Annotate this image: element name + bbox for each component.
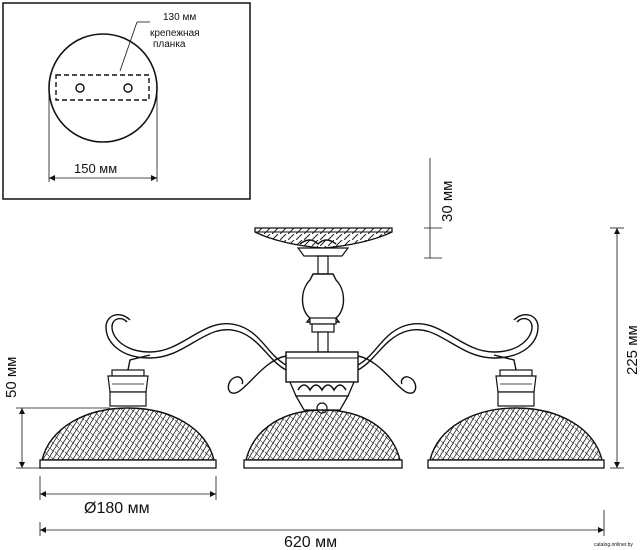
right-arm	[357, 313, 539, 394]
bracket-label-line1: крепежная	[150, 28, 200, 39]
dim-total-width	[39, 510, 605, 536]
dim-shade-diameter	[39, 476, 217, 500]
label-225mm: 225 мм	[624, 325, 641, 375]
bracket-hole-left	[75, 83, 85, 93]
mounting-plate-circle	[48, 33, 158, 143]
label-50mm: 50 мм	[3, 357, 20, 398]
bracket-hole-right	[123, 83, 133, 93]
label-620mm: 620 мм	[284, 534, 337, 550]
left-arm	[105, 313, 287, 394]
center-lamp-shade	[243, 409, 403, 469]
mounting-bracket	[55, 74, 150, 101]
right-lamp-shade	[427, 369, 605, 469]
label-30mm: 30 мм	[439, 181, 456, 222]
inset-dim-130: 130 мм	[163, 12, 196, 23]
left-lamp-shade	[39, 369, 217, 469]
ceiling-canopy	[254, 227, 393, 275]
central-hub	[285, 351, 359, 414]
bracket-label-line2: планка	[153, 39, 186, 50]
dim-canopy-height	[424, 158, 442, 259]
inset-dim-150: 150 мм	[74, 161, 117, 176]
dim-shade-height	[16, 407, 110, 469]
central-stem	[301, 273, 345, 353]
label-diameter-180mm: Ø180 мм	[84, 500, 150, 517]
mounting-inset: 130 мм крепежная планка 150 мм	[2, 2, 251, 200]
watermark: catalog.onliner.by	[594, 542, 633, 548]
dim-total-height	[610, 227, 624, 469]
